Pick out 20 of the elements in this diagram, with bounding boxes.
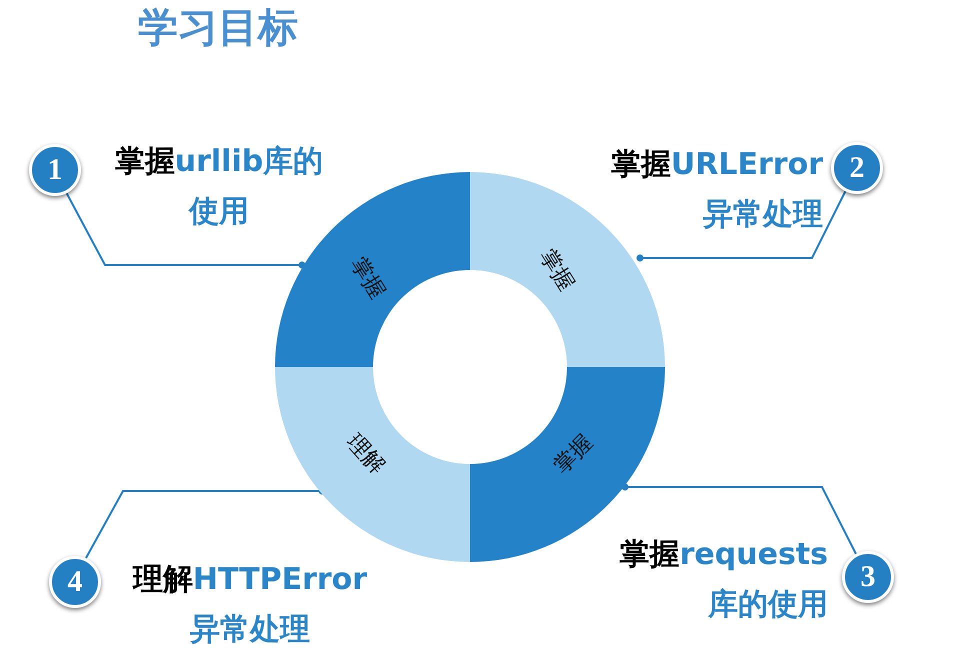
goal-text: urllib库的使用 — [174, 144, 324, 229]
number-badge: 2 — [831, 142, 883, 194]
number-badge: 3 — [842, 551, 894, 603]
goal-text: 掌握 — [114, 144, 175, 179]
goal-text: URLError异常处理 — [670, 147, 823, 232]
number-badge: 1 — [29, 144, 81, 196]
goal-text: 理解 — [132, 562, 193, 597]
goal-text: 掌握 — [620, 537, 680, 572]
segment-label: 掌握 — [344, 252, 391, 305]
leader-line — [622, 484, 857, 554]
goal-text: 掌握 — [610, 147, 671, 182]
number-badge: 4 — [49, 556, 101, 608]
ring-segment — [275, 367, 470, 562]
goal-text: requests库的使用 — [680, 537, 828, 622]
title: 学习目标 — [138, 4, 298, 53]
leader-line — [636, 190, 847, 262]
segment-label: 理解 — [340, 428, 391, 480]
segment-label: 掌握 — [533, 244, 580, 297]
leader-line — [65, 192, 306, 268]
segment-label: 掌握 — [548, 428, 599, 480]
